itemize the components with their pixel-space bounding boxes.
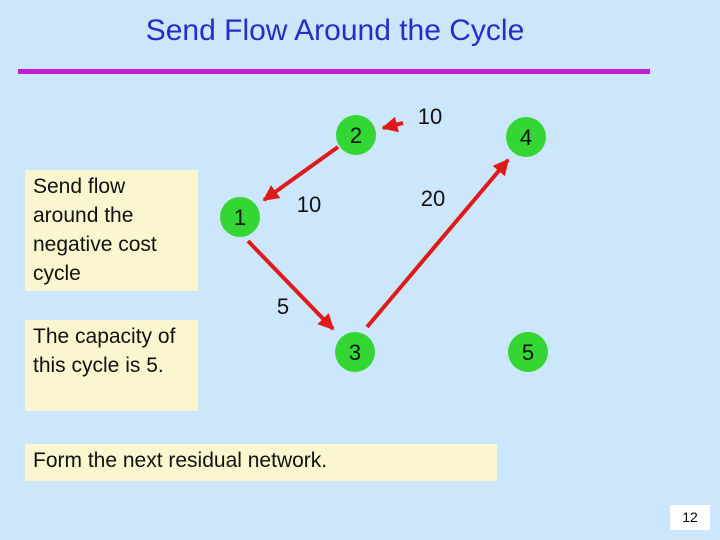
node-label-2: 2 [350,123,362,148]
node-5: 5 [508,332,548,372]
edge-label-3-4: 20 [421,186,445,211]
edge-4-to-2 [381,116,404,133]
node-3: 3 [335,332,375,372]
note-cycle-capacity: The capacity of this cycle is 5. [25,320,198,411]
node-4: 4 [506,117,546,157]
edge-1-to-3 [246,239,335,331]
node-label-4: 4 [520,125,532,150]
page-title: Send Flow Around the Cycle [145,14,525,47]
node-2: 2 [336,115,376,155]
edge-label-1-3: 5 [277,294,289,319]
node-label-1: 1 [234,205,246,230]
edge-label-4-2: 10 [418,104,442,129]
node-label-5: 5 [522,340,534,365]
note-send-flow: Send flow around the negative cost cycle [25,170,198,291]
edge-label-2-1: 10 [297,192,321,217]
title-underline [18,69,650,74]
edge-3-to-4 [365,158,510,329]
node-1: 1 [220,197,260,237]
edge-2-to-1 [262,145,340,202]
page-number: 12 [670,505,710,530]
node-label-3: 3 [349,340,361,365]
note-next-residual: Form the next residual network. [25,444,497,481]
